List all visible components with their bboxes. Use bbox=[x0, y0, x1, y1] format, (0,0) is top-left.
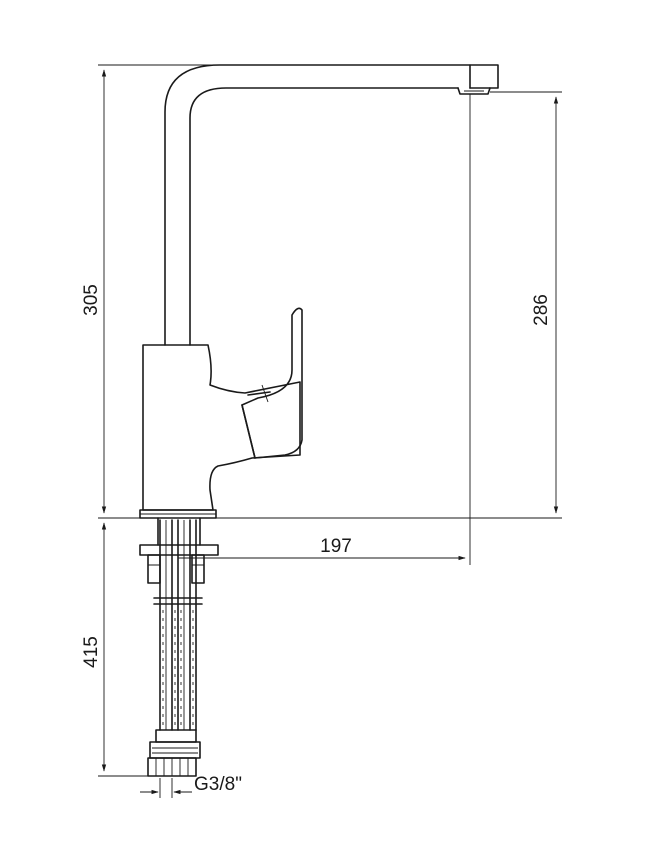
clamp-plate bbox=[139, 544, 219, 556]
clamp-nut-left bbox=[147, 554, 161, 584]
dimension-label-thread: G3/8" bbox=[194, 774, 242, 795]
dimension-spout-reach: 197 bbox=[178, 94, 471, 565]
dimension-label-286: 286 bbox=[531, 294, 552, 326]
lever-handle bbox=[241, 307, 303, 459]
dimension-label-197: 197 bbox=[320, 536, 352, 557]
aerator-outlet bbox=[457, 87, 491, 95]
mounting-assembly bbox=[139, 517, 219, 584]
hose-end-fittings bbox=[147, 729, 201, 777]
clamp-nut-right bbox=[191, 554, 205, 584]
dimension-label-415: 415 bbox=[81, 636, 102, 668]
faucet-outline bbox=[139, 64, 499, 519]
supply-hoses bbox=[153, 519, 203, 731]
dimension-hose-length: 415 bbox=[81, 522, 148, 777]
dimension-label-305: 305 bbox=[81, 284, 102, 316]
dimension-spout-height: 286 bbox=[216, 91, 562, 519]
dimension-thread-size: G3/8" bbox=[140, 774, 242, 798]
dimension-total-height: 305 bbox=[81, 64, 232, 519]
